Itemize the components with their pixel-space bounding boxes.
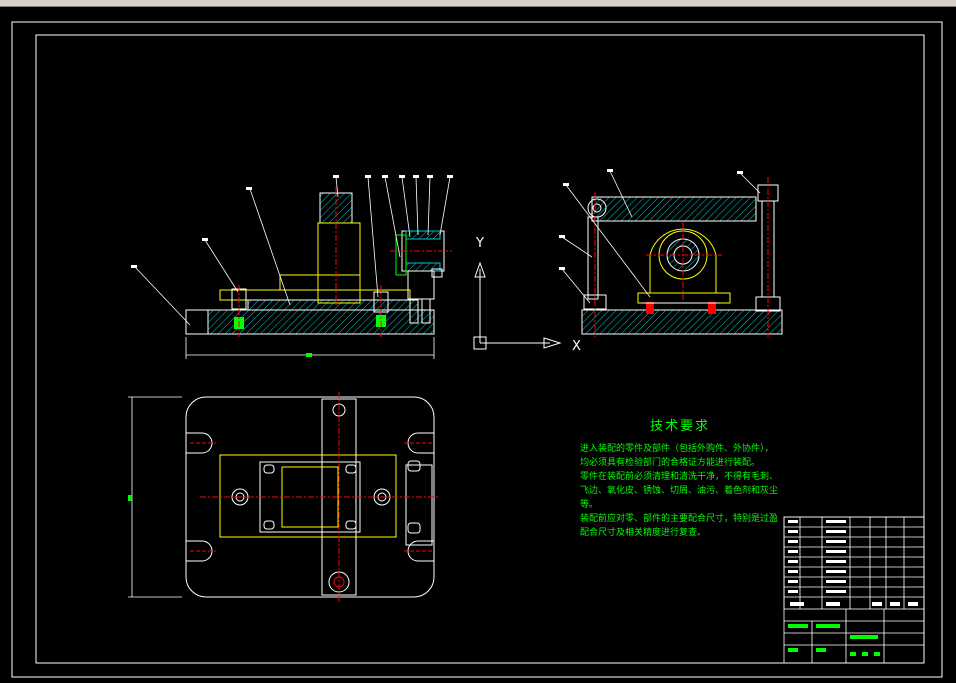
outer-frame xyxy=(11,21,943,678)
front-base-plate xyxy=(207,309,435,335)
side-top-beam xyxy=(591,196,757,222)
window-top-bar xyxy=(0,0,956,7)
title-block-green-marks xyxy=(788,624,880,656)
technical-requirement-1: 进入装配的零件及部件（包括外购件、外协件），均必须具有检验部门的合格证方能进行装… xyxy=(580,444,774,468)
technical-requirement-3: 装配前应对零、部件的主要配合尺寸，特别是过盈配合尺寸及相关精度进行复查。 xyxy=(580,514,779,538)
title-block xyxy=(783,516,925,664)
technical-requirement-2: 零件在装配前必须清理和清洗干净，不得有毛刺、飞边、氧化皮、锈蚀、切屑、油污、着色… xyxy=(580,472,779,510)
technical-requirements-title: 技术要求 xyxy=(649,419,710,434)
top-view xyxy=(128,392,440,603)
title-block-text-marks xyxy=(788,520,918,606)
ucs-axis-icon: Y X xyxy=(473,236,581,354)
axis-x-label: X xyxy=(572,339,581,354)
axis-y-label: Y xyxy=(475,236,484,251)
technical-requirements: 技术要求 进入装配的零件及部件（包括外购件、外协件），均必须具有检验部门的合格证… xyxy=(580,420,780,540)
inner-frame xyxy=(35,34,925,664)
cad-drawing-canvas[interactable]: Y X xyxy=(0,7,956,683)
side-view xyxy=(559,169,783,337)
side-base-plate xyxy=(581,309,783,335)
front-view xyxy=(131,175,453,359)
side-bearing-block xyxy=(649,228,717,294)
